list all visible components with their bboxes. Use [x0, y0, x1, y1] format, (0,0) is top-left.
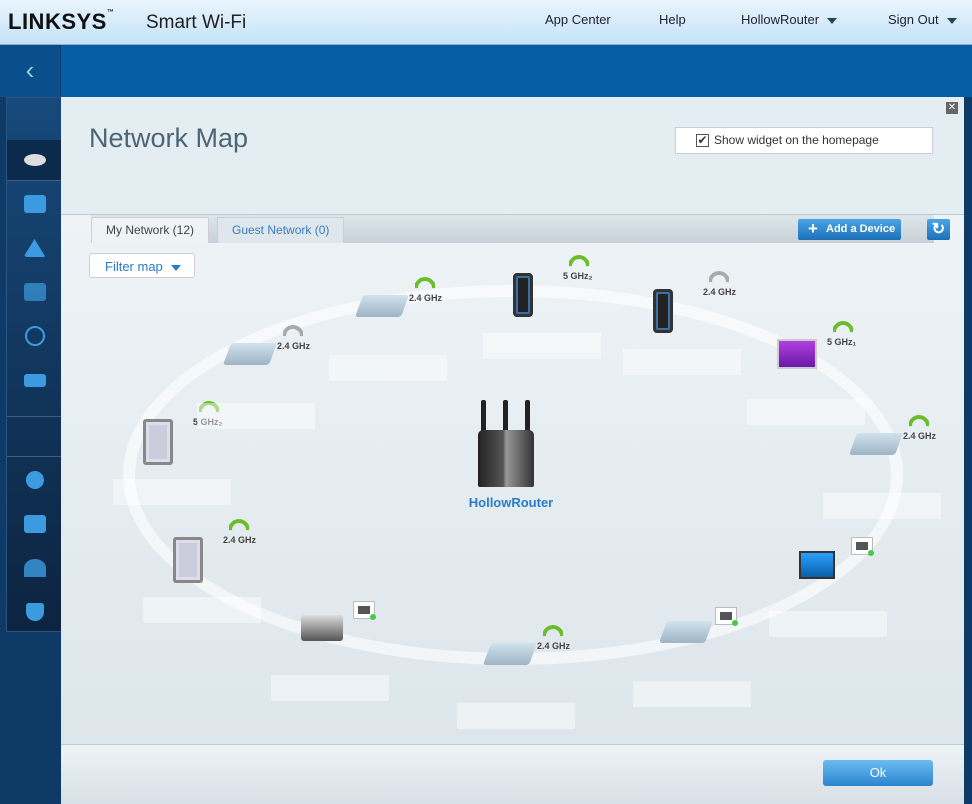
footer: Ok [61, 744, 964, 804]
network-map: My Network (12) Guest Network (0) +Add a… [61, 214, 964, 744]
router-icon[interactable] [476, 400, 536, 487]
brand-name: Smart Wi-Fi [146, 12, 247, 33]
ethernet-icon [353, 601, 376, 620]
band-label: 2.4 GHz [537, 641, 571, 651]
device-name-placeholder [747, 399, 865, 425]
troubleshooting-icon[interactable] [7, 504, 62, 544]
network-map-icon[interactable] [7, 140, 62, 180]
refresh-button[interactable]: ↻ [927, 219, 950, 240]
tab-guest-network[interactable]: Guest Network (0) [217, 217, 345, 243]
tablet-icon [143, 419, 173, 465]
device-name-placeholder [769, 611, 887, 637]
add-device-button[interactable]: +Add a Device [798, 219, 901, 240]
ethernet-icon [851, 537, 874, 556]
extender-icon [354, 295, 410, 317]
chevron-down-icon [946, 17, 957, 24]
wifi-signal-icon [229, 517, 249, 531]
wireless-icon[interactable] [7, 548, 62, 588]
extender-icon [482, 643, 538, 665]
band-label: 5 GHz₂ [193, 417, 223, 427]
tab-my-network[interactable]: My Network (12) [91, 217, 210, 243]
chevron-down-icon [170, 264, 181, 271]
router-name[interactable]: HollowRouter [468, 495, 554, 510]
chevron-down-icon [827, 17, 838, 24]
band-label: 2.4 GHz [903, 431, 937, 441]
device-name-placeholder [329, 355, 447, 381]
security-icon[interactable] [7, 592, 62, 632]
sign-out-menu[interactable]: Sign Out [888, 12, 957, 27]
page-title: Network Map [89, 123, 249, 153]
imac-icon [777, 339, 817, 369]
ok-button[interactable]: Ok [823, 760, 933, 786]
device-name-placeholder [197, 403, 315, 429]
wifi-signal-icon [569, 253, 589, 267]
printer-icon [301, 615, 343, 641]
extender-icon [848, 433, 904, 455]
media-prioritization-icon[interactable] [7, 272, 62, 312]
device-name-placeholder [633, 681, 751, 707]
sidebar [6, 97, 62, 632]
extender-icon [222, 343, 278, 365]
device-name-placeholder [271, 675, 389, 701]
extender-icon [658, 621, 714, 643]
top-bar: LINKSYS™ Smart Wi-Fi App Center Help Hol… [0, 0, 972, 45]
band-label: 2.4 GHz [223, 535, 257, 545]
phone-icon [653, 289, 673, 333]
wifi-signal-icon [543, 623, 563, 637]
filter-map-dropdown[interactable]: Filter map [89, 253, 195, 278]
usb-icon[interactable] [7, 360, 62, 400]
network-tabs: My Network (12) Guest Network (0) +Add a… [91, 215, 950, 243]
help-link[interactable]: Help [659, 12, 686, 27]
show-widget-checkbox[interactable]: ✔Show widget on the homepage [675, 127, 933, 154]
ethernet-icon [715, 607, 738, 626]
band-label: 5 GHz₁ [827, 337, 857, 347]
phone-icon [513, 273, 533, 317]
network-map-panel: ✕ Network Map ✔Show widget on the homepa… [61, 97, 964, 804]
header-band [0, 45, 972, 97]
wifi-signal-icon [909, 413, 929, 427]
back-button[interactable]: ‹ [0, 45, 61, 97]
wifi-signal-icon [415, 275, 435, 289]
connectivity-icon[interactable] [7, 460, 62, 500]
device-name-placeholder [823, 493, 941, 519]
band-label: 2.4 GHz [703, 287, 737, 297]
wifi-signal-icon [283, 323, 303, 337]
device-name-placeholder [483, 333, 601, 359]
band-label: 2.4 GHz [277, 341, 311, 351]
router-menu[interactable]: HollowRouter [741, 12, 838, 27]
wifi-signal-icon [709, 269, 729, 283]
device-name-placeholder [623, 349, 741, 375]
speed-test-icon[interactable] [7, 316, 62, 356]
plus-icon: + [808, 219, 818, 238]
band-label: 5 GHz₂ [563, 271, 593, 281]
checkbox-icon: ✔ [696, 133, 709, 147]
device-name-placeholder [113, 479, 231, 505]
desktop-icon [799, 551, 835, 579]
parental-controls-icon[interactable] [7, 228, 62, 268]
linksys-logo: LINKSYS™ [8, 9, 115, 34]
tablet-icon [173, 537, 203, 583]
band-label: 2.4 GHz [409, 293, 443, 303]
app-center-link[interactable]: App Center [545, 12, 611, 27]
device-name-placeholder [457, 703, 575, 729]
wifi-signal-icon [833, 319, 853, 333]
close-button[interactable]: ✕ [946, 102, 958, 114]
device-name-placeholder [143, 597, 261, 623]
external-storage-icon[interactable] [7, 184, 62, 224]
